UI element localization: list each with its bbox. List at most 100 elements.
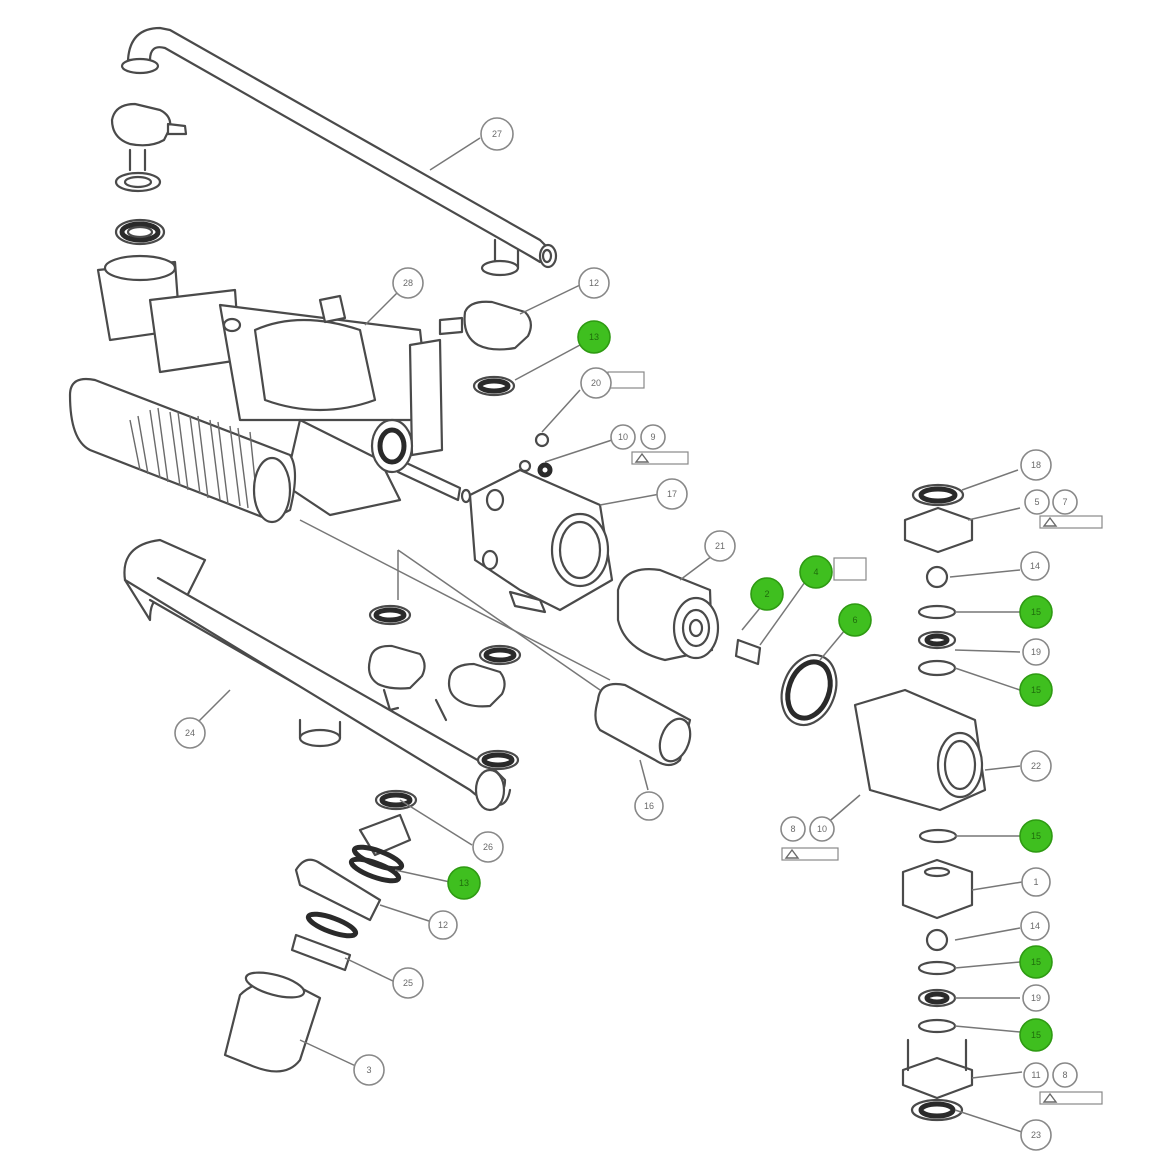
manifold-body — [468, 432, 614, 614]
callout-label: 7 — [1062, 497, 1067, 507]
callout-label: 17 — [667, 489, 677, 499]
callout-circle-highlighted — [1019, 673, 1053, 707]
callout-circle — [1021, 867, 1051, 897]
callout-label: 15 — [1031, 957, 1041, 967]
callout-c14a: 14 — [1020, 551, 1050, 581]
callout-c25: 25 — [392, 967, 424, 999]
callout-c12b: 12 — [428, 910, 458, 940]
callout-c15d: 15 — [1019, 945, 1053, 979]
right-valve-stack — [853, 483, 987, 1122]
callout-label: 26 — [483, 842, 493, 852]
callout-label: 24 — [185, 728, 195, 738]
sleeve — [594, 682, 692, 767]
callout-circle — [780, 816, 806, 842]
callout-circle — [1024, 489, 1050, 515]
callout-label: 4 — [813, 567, 818, 577]
callout-label: 18 — [1031, 460, 1041, 470]
callout-label: 1 — [1033, 877, 1038, 887]
callout-c17: 17 — [656, 478, 688, 510]
callout-c26: 26 — [472, 831, 504, 863]
callout-c2: 2 — [750, 577, 784, 611]
callout-c10b: 10 — [809, 816, 835, 842]
callout-c21: 21 — [704, 530, 736, 562]
callout-circle — [392, 267, 424, 299]
callout-c8: 8 — [780, 816, 806, 842]
callout-label: 15 — [1031, 607, 1041, 617]
callout-label: 16 — [644, 801, 654, 811]
callout-c3: 3 — [353, 1054, 385, 1086]
callout-circle — [428, 910, 458, 940]
callout-circle — [1020, 551, 1050, 581]
callout-circle-highlighted — [1019, 595, 1053, 629]
callout-circle-highlighted — [799, 555, 833, 589]
callout-c19b: 19 — [1022, 984, 1050, 1012]
callout-c15e: 15 — [1019, 1018, 1053, 1052]
callout-c13b: 13 — [447, 866, 481, 900]
callout-c15c: 15 — [1019, 819, 1053, 853]
top-return-pipe — [120, 26, 558, 277]
callout-circle — [704, 530, 736, 562]
callout-c20: 20 — [580, 367, 612, 399]
callout-label: 15 — [1031, 831, 1041, 841]
drive-cylinder — [616, 568, 838, 727]
callout-label: 8 — [790, 824, 795, 834]
motor-assembly — [68, 254, 472, 524]
callout-c9a: 9 — [640, 424, 666, 450]
callout-circle — [1020, 750, 1052, 782]
callout-circle — [353, 1054, 385, 1086]
callout-label: 22 — [1031, 761, 1041, 771]
callout-label: 3 — [366, 1065, 371, 1075]
callout-circle — [1020, 449, 1052, 481]
callout-label: 9 — [650, 432, 655, 442]
callout-c15b: 15 — [1019, 673, 1053, 707]
callout-circle — [580, 367, 612, 399]
callout-label: 12 — [438, 920, 448, 930]
callout-label: 10 — [618, 432, 628, 442]
callout-circle — [1022, 984, 1050, 1012]
top-left-clamp-stack — [110, 102, 188, 246]
callout-c8b: 8 — [1052, 1062, 1078, 1088]
callout-c28: 28 — [392, 267, 424, 299]
callout-circle — [392, 967, 424, 999]
callout-c18: 18 — [1020, 449, 1052, 481]
callout-circle — [174, 717, 206, 749]
callout-circle-highlighted — [1019, 819, 1053, 853]
callout-label: 15 — [1031, 685, 1041, 695]
callout-c10_9: 10 — [610, 424, 636, 450]
callout-label: 25 — [403, 978, 413, 988]
callout-c27: 27 — [480, 117, 514, 151]
callout-circle — [1052, 489, 1078, 515]
callout-circle-highlighted — [447, 866, 481, 900]
callout-label: 15 — [1031, 1030, 1041, 1040]
lower-pipe — [123, 538, 512, 812]
callout-c7: 7 — [1052, 489, 1078, 515]
callout-circle — [1023, 1062, 1049, 1088]
callout-label: 28 — [403, 278, 413, 288]
callout-label: 2 — [764, 589, 769, 599]
motor-fins — [129, 407, 259, 511]
callout-circle — [809, 816, 835, 842]
callout-label: 19 — [1031, 993, 1041, 1003]
callout-label: 13 — [589, 332, 599, 342]
callout-circle — [1022, 638, 1050, 666]
callout-label: 10 — [817, 824, 827, 834]
callout-circle — [1020, 1119, 1052, 1151]
callout-label: 19 — [1031, 647, 1041, 657]
callout-circle — [1020, 911, 1050, 941]
callout-label: 14 — [1030, 921, 1040, 931]
lower-center-clamp-stack — [367, 604, 522, 811]
callout-circle — [640, 424, 666, 450]
callout-c14b: 14 — [1020, 911, 1050, 941]
callout-circle-highlighted — [577, 320, 611, 354]
callout-c4: 4 — [799, 555, 833, 589]
callout-c12a: 12 — [578, 267, 610, 299]
callout-circle-highlighted — [1019, 1018, 1053, 1052]
callout-circle-highlighted — [1019, 945, 1053, 979]
callout-circle — [1052, 1062, 1078, 1088]
callout-circle — [480, 117, 514, 151]
callout-label: 23 — [1031, 1130, 1041, 1140]
leader-lines — [189, 137, 1023, 1133]
